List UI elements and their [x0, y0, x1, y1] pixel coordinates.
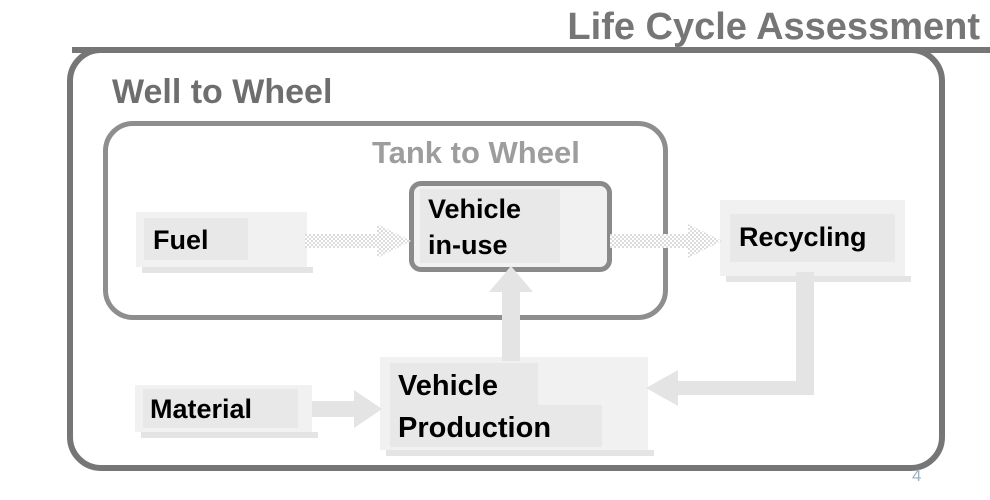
- node-vehicle-production-label: Vehicle Production: [398, 370, 552, 444]
- node-material-tint: [143, 389, 298, 428]
- node-vehicle-in-use-label: Vehicle in-use: [428, 194, 522, 260]
- boundary-label-tank-to-wheel: Tank to Wheel: [372, 135, 580, 170]
- boundary-well-to-wheel: [67, 47, 945, 471]
- title-underline-mask-left: [0, 40, 72, 60]
- node-material-shadow: [141, 432, 318, 438]
- node-recycling-tint: [730, 214, 895, 262]
- node-vehicle-production[interactable]: Vehicle Production: [380, 357, 654, 456]
- page-title: Life Cycle Assessment: [567, 6, 980, 48]
- boundary-tank-to-wheel: [103, 121, 668, 320]
- boundary-label-well-to-wheel: Well to Wheel: [112, 73, 333, 111]
- node-fuel[interactable]: Fuel: [136, 212, 313, 273]
- node-fuel-label: Fuel: [153, 225, 209, 255]
- node-recycling[interactable]: Recycling: [720, 200, 911, 282]
- arrow-fuel-to-vehicle-in-use: [305, 222, 413, 260]
- arrow-vehicle-in-use-to-recycling: [610, 222, 724, 260]
- node-vehicle-production-shadow: [386, 450, 654, 456]
- node-material-label: Material: [150, 394, 253, 424]
- node-vehicle-production-tint: [390, 363, 538, 405]
- slide-number: 4: [912, 466, 922, 485]
- arrow-material-to-vehicle-production: [312, 388, 384, 430]
- arrow-recycling-to-vehicle-production: [644, 272, 824, 412]
- arrow-vehicle-production-to-vehicle-in-use: [487, 266, 535, 361]
- node-vehicle-production-tint2: [390, 405, 602, 447]
- node-vehicle-in-use-tint: [420, 189, 560, 263]
- node-fuel-tint: [144, 218, 248, 260]
- node-material[interactable]: Material: [135, 385, 318, 438]
- node-recycling-shadow: [726, 276, 911, 282]
- node-fuel-shadow: [142, 267, 313, 273]
- node-vehicle-in-use[interactable]: Vehicle in-use: [409, 181, 612, 272]
- node-recycling-label: Recycling: [739, 222, 867, 252]
